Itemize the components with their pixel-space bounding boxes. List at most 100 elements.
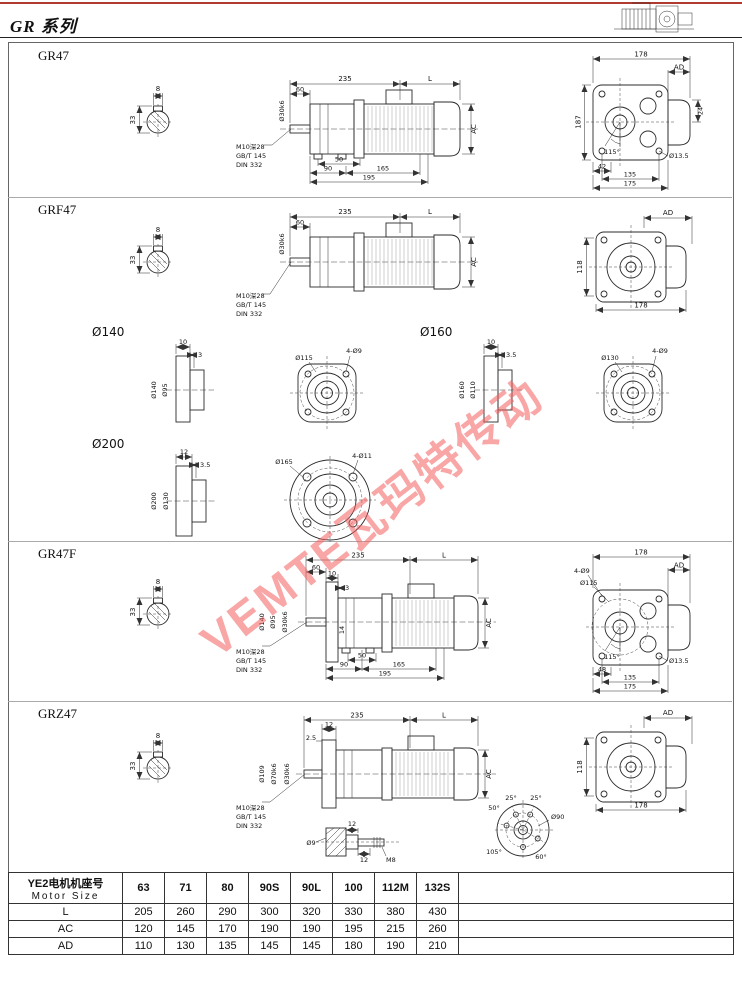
gr47f-end-view: 178 AD 4-Ø9 Ø115 115° 48 Ø13.5 135 175 [574, 549, 691, 694]
dim-label: 135 [624, 674, 636, 682]
dim-label: 4-Ø11 [352, 452, 372, 460]
table-cell: 145 [248, 937, 291, 955]
dim-label: 10 [487, 338, 495, 346]
dim-label: 25° [505, 794, 517, 802]
page-title: GR 系列 [10, 17, 77, 36]
dim-label: 50 [335, 156, 343, 164]
dim-label: AD [674, 64, 684, 72]
table-row: L 205 260 290 300 320 330 380 430 [8, 903, 734, 921]
grz47-end-view: AD 118 178 [576, 709, 693, 813]
dim-label: 235 [350, 712, 363, 720]
table-cell: 170 [206, 920, 249, 938]
section-label: GR47F [38, 546, 76, 561]
dim-label: 3 [198, 351, 202, 359]
flange-label: Ø200 [92, 437, 124, 451]
size-col-header: 112M [374, 872, 417, 904]
table-cell: 320 [290, 903, 333, 921]
dim-label: 14 [338, 626, 346, 634]
dim-label: 4-Ø9 [574, 567, 590, 575]
size-col-header: 80 [206, 872, 249, 904]
table-row: AC 120 145 170 190 190 195 215 260 [8, 920, 734, 938]
dim-label: Ø110 [469, 381, 477, 399]
table-cell: 260 [416, 920, 459, 938]
dim-label: Ø200 [150, 492, 158, 510]
size-col-header: 100 [332, 872, 375, 904]
dim-label: 90 [324, 165, 332, 173]
flange-160: Ø160 10 3.5 Ø160 Ø110 Ø130 4-Ø9 [420, 325, 670, 430]
dim-label: 178 [634, 302, 647, 310]
dim-label: 235 [338, 75, 351, 83]
table-cell: 190 [290, 920, 333, 938]
table-cell: 190 [248, 920, 291, 938]
dim-label: 195 [379, 670, 391, 678]
table-cell: 135 [206, 937, 249, 955]
dim-label: 115° [604, 148, 620, 156]
tap-annotation: M10深28 [236, 647, 265, 656]
dim-label: 3.5 [200, 461, 210, 469]
tap-annotation: DIN 332 [236, 822, 262, 830]
dim-label: AC [470, 124, 478, 134]
dim-label: 105° [486, 848, 502, 856]
dim-label: 178 [634, 802, 647, 810]
dim-label: 33 [129, 116, 137, 125]
row-label: AC [8, 920, 123, 938]
dim-label: Ø30k6 [278, 233, 286, 254]
table-filler-cell [458, 937, 734, 955]
motor-size-header-en: Motor Size [31, 890, 100, 902]
dim-label: 10 [328, 570, 336, 578]
tap-annotation: DIN 332 [236, 666, 262, 674]
tap-annotation: DIN 332 [236, 161, 262, 169]
gr47f-side-view: 235 L 60 10 3 Ø140 Ø95 Ø30k6 14 AC M10深2… [236, 552, 496, 681]
size-col-header: 90S [248, 872, 291, 904]
table-cell: 260 [164, 903, 207, 921]
dim-label: 50° [488, 804, 500, 812]
dim-label: 165 [393, 661, 405, 669]
size-col-header: 63 [122, 872, 165, 904]
grz47-pin-detail: 12 12 Ø9 M8 [306, 820, 400, 864]
dim-label: Ø115 [295, 354, 313, 362]
dim-label: AD [663, 709, 673, 717]
dim-label: 50 [358, 652, 366, 660]
dim-label: 33 [129, 256, 137, 265]
dim-label: Ø95 [269, 615, 277, 628]
table-cell: 145 [164, 920, 207, 938]
dim-label: 235 [351, 552, 364, 560]
grz47-bolt-pattern-detail: 25° 25° 50° 105° 60° Ø90 [486, 794, 564, 861]
dim-label: AD [674, 562, 684, 570]
table-cell: 120 [122, 920, 165, 938]
table-filler-cell [458, 920, 734, 938]
dim-label: Ø140 [150, 381, 158, 399]
dim-label: AC [485, 769, 493, 779]
dim-label: L [442, 552, 446, 560]
table-cell: 190 [374, 937, 417, 955]
section-label: GRZ47 [38, 706, 78, 721]
size-col-header: 132S [416, 872, 459, 904]
section-divider [8, 541, 732, 542]
dim-label: 12 [180, 448, 188, 456]
section-divider [8, 197, 732, 198]
dim-label: Ø109 [258, 765, 266, 783]
dim-label: Ø30k6 [281, 611, 289, 632]
dim-label: 187 [575, 115, 583, 128]
brand-logo [614, 2, 694, 33]
grf47-side-view: 235 L 60 Ø30k6 AC M10深28 GB/T 145 DIN 33… [236, 208, 478, 318]
table-cell: 215 [374, 920, 417, 938]
dim-label: 3 [345, 584, 349, 592]
tap-annotation: GB/T 145 [236, 813, 266, 821]
dim-label: 8 [156, 85, 160, 93]
dim-label: 60° [535, 853, 547, 861]
tap-annotation: M10深28 [236, 291, 265, 300]
dim-label: Ø165 [275, 458, 293, 466]
shaft-key-detail: 8 33 [129, 85, 173, 139]
table-cell: 145 [290, 937, 333, 955]
dim-label: Ø130 [601, 354, 619, 362]
shaft-key-detail: 8 33 [129, 732, 173, 785]
dim-label: AC [470, 257, 478, 267]
dim-label: 195 [363, 174, 375, 182]
dim-label: 178 [634, 549, 647, 557]
dim-label: Ø115 [580, 579, 598, 587]
tap-annotation: GB/T 145 [236, 657, 266, 665]
size-col-header: 90L [290, 872, 333, 904]
dim-label: Ø70k6 [270, 763, 278, 784]
